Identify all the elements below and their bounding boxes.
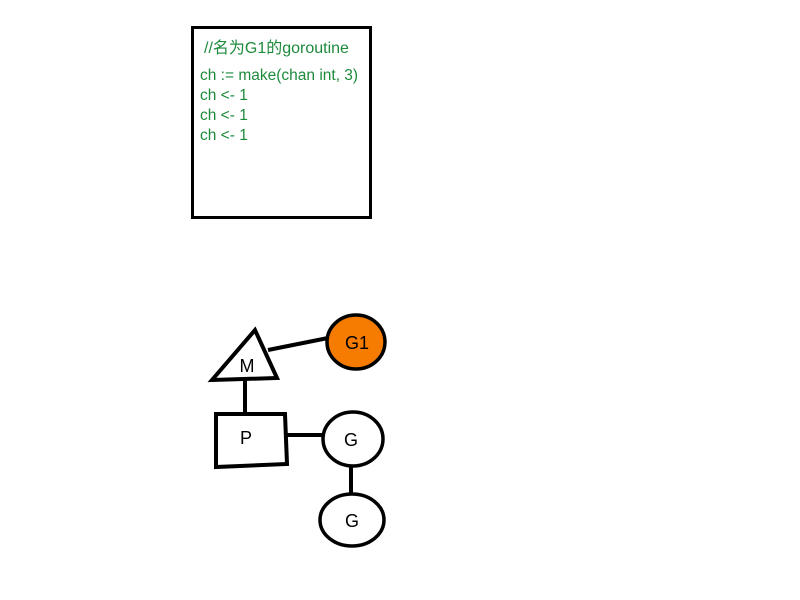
g1-label: G1 <box>345 333 369 353</box>
code-line: ch := make(chan int, 3) <box>200 67 359 84</box>
code-lines: ch := make(chan int, 3) ch <- 1 ch <- 1 … <box>200 66 358 146</box>
g-label: G <box>345 511 359 531</box>
m-node: M <box>207 326 281 383</box>
m-triangle-shape <box>207 326 281 383</box>
p-label: P <box>240 428 252 448</box>
g-node: G <box>318 492 386 548</box>
code-line: ch <- 1 <box>200 107 248 124</box>
g-circle-shape <box>318 492 386 548</box>
g-circle-shape <box>321 410 385 468</box>
code-line: ch <- 1 <box>200 87 248 104</box>
code-line: ch <- 1 <box>200 127 248 144</box>
code-box: //名为G1的goroutine ch := make(chan int, 3)… <box>191 26 372 219</box>
m-g1-connector <box>267 336 329 352</box>
g1-circle-shape <box>325 313 387 371</box>
g-node: G <box>321 410 385 468</box>
p-node: P <box>214 412 290 470</box>
g-label: G <box>344 430 358 450</box>
m-label: M <box>240 356 255 376</box>
g1-node: G1 <box>325 313 387 371</box>
code-comment: //名为G1的goroutine <box>204 40 349 57</box>
p-square-shape <box>214 412 290 470</box>
